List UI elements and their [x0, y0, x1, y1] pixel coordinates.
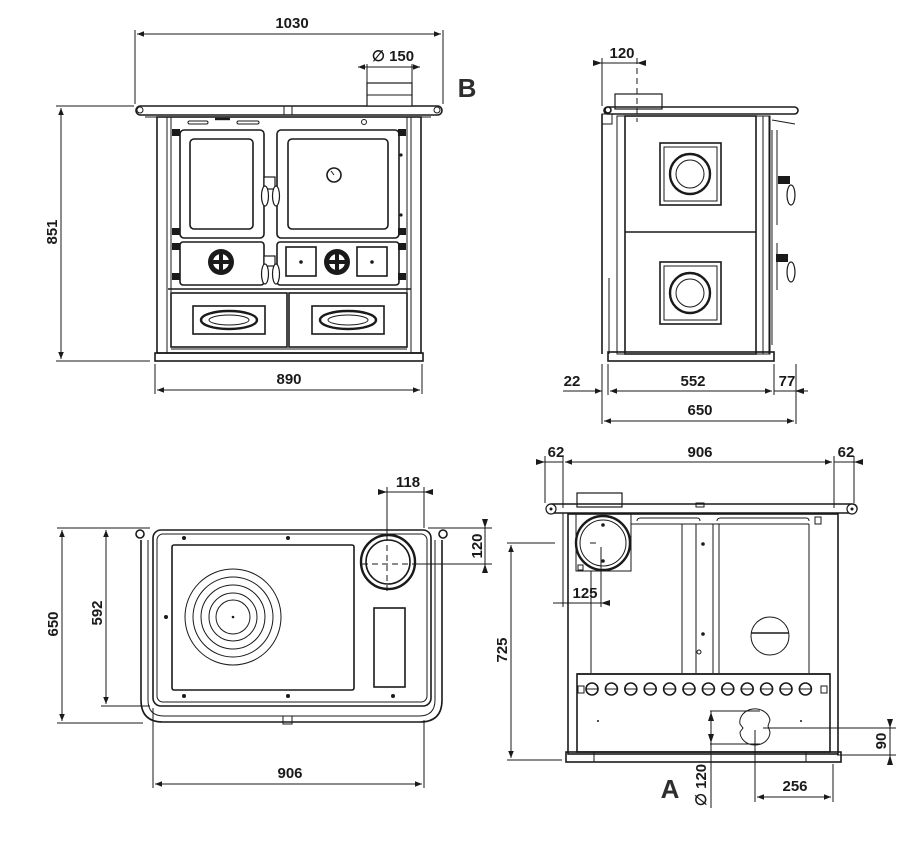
vent-slot-icon: [236, 120, 260, 125]
rear-flue-pipe: [576, 492, 623, 508]
svg-text:1030: 1030: [275, 15, 308, 32]
wood-drawer-right: [288, 292, 408, 348]
svg-text:552: 552: [680, 373, 705, 390]
rear-dim-air-inlet-offset: 256: [754, 730, 834, 802]
air-regulator-knob-icon: [208, 249, 234, 275]
air-regulator-knob-icon: [324, 249, 350, 275]
side-dim-body-depth: 552: [610, 373, 772, 394]
svg-text:725: 725: [494, 637, 511, 662]
front-dim-flue-diameter: ∅ 150: [358, 48, 420, 83]
lower-right-panel: [276, 241, 400, 286]
svg-text:118: 118: [396, 474, 420, 491]
rear-dim-flue-offset: 125: [553, 513, 610, 607]
front-dim-overall-width: 1030: [134, 15, 444, 104]
decorative-emblem-icon: [199, 309, 259, 331]
svg-text:120: 120: [609, 45, 634, 62]
side-dim-total-depth: 650: [604, 402, 794, 424]
view-label-b: B: [458, 73, 477, 103]
air-vent-holes: [585, 682, 813, 696]
view-label-a: A: [661, 774, 680, 804]
decorative-emblem-icon: [668, 152, 712, 196]
rear-flue-outlet-icon: [574, 514, 632, 572]
side-flue-pipe: [614, 93, 663, 110]
top-dim-flue-x: 118: [378, 474, 433, 535]
cooktop-plate: [152, 529, 432, 707]
svg-text:∅ 150: ∅ 150: [372, 48, 414, 65]
svg-text:62: 62: [838, 444, 855, 461]
side-body: [601, 113, 775, 362]
side-handle-icons: [771, 130, 796, 345]
top-view: 118 120 650 592 906: [45, 474, 492, 788]
ash-pan-outlet-icon: [750, 616, 790, 656]
side-dim-front-overhang: 77: [774, 373, 808, 394]
side-dim-rear-offset: 22: [563, 373, 602, 394]
firebox-door: [179, 129, 265, 239]
svg-text:120: 120: [469, 533, 486, 558]
wood-drawer-left: [170, 292, 288, 348]
flue-outlet-icon: [359, 533, 417, 592]
svg-text:650: 650: [687, 402, 712, 419]
svg-text:650: 650: [45, 611, 62, 636]
door-handle-icon: [260, 255, 281, 285]
inspection-hatch: [373, 607, 406, 688]
rear-top-rail: [545, 502, 858, 515]
svg-text:22: 22: [564, 373, 581, 390]
rear-dim-rail-left: 62: [536, 444, 564, 465]
rear-dim-width: 906: [565, 444, 832, 465]
svg-text:592: 592: [89, 600, 106, 625]
decorative-emblem-icon: [668, 271, 712, 315]
hinge-icons: [172, 129, 406, 280]
oven-door: [276, 129, 400, 239]
svg-text:851: 851: [44, 219, 61, 244]
svg-text:62: 62: [548, 444, 565, 461]
door-handle-icon: [260, 176, 281, 207]
side-dim-flue-offset: 120: [593, 45, 646, 122]
front-top-rail: [135, 105, 443, 118]
rear-view: 62 906 62 725 125 ∅ 12: [494, 444, 896, 808]
svg-text:906: 906: [277, 765, 302, 782]
thermometer-icon: [326, 167, 342, 183]
side-emblem-lower: [659, 261, 722, 325]
bolt-icons: [164, 536, 395, 698]
svg-text:125: 125: [572, 585, 597, 602]
side-view: 120 22 552 77 650: [563, 45, 808, 424]
decorative-emblem-icon: [318, 309, 378, 331]
side-top-rail: [603, 106, 799, 125]
front-view: 1030 ∅ 150 851 890 B: [44, 15, 476, 394]
svg-text:90: 90: [873, 733, 890, 750]
rear-dim-air-inlet-diameter: ∅ 120: [693, 710, 760, 808]
guard-rail: [140, 540, 443, 723]
ash-door: [179, 241, 265, 286]
hotplate-rings-icon: [184, 568, 282, 666]
front-body: [154, 116, 424, 362]
svg-text:∅ 120: ∅ 120: [693, 764, 710, 806]
svg-text:256: 256: [782, 778, 807, 795]
rear-dim-flue-height: 725: [494, 542, 562, 761]
front-dim-height: 851: [44, 105, 150, 362]
side-emblem-upper: [659, 142, 722, 206]
svg-text:77: 77: [779, 373, 796, 390]
rear-dim-rail-right: 62: [834, 444, 863, 465]
cooking-surface: [171, 544, 355, 691]
svg-text:906: 906: [687, 444, 712, 461]
top-dim-width: 906: [152, 708, 425, 788]
rear-dim-air-inlet-height: 90: [763, 719, 896, 765]
svg-text:890: 890: [276, 371, 301, 388]
top-dim-body-depth: 592: [89, 527, 150, 707]
vent-slot-icon: [187, 120, 209, 125]
rear-body: [565, 513, 842, 763]
top-dim-flue-y: 120: [414, 519, 492, 573]
front-dim-body-width: 890: [154, 364, 423, 394]
